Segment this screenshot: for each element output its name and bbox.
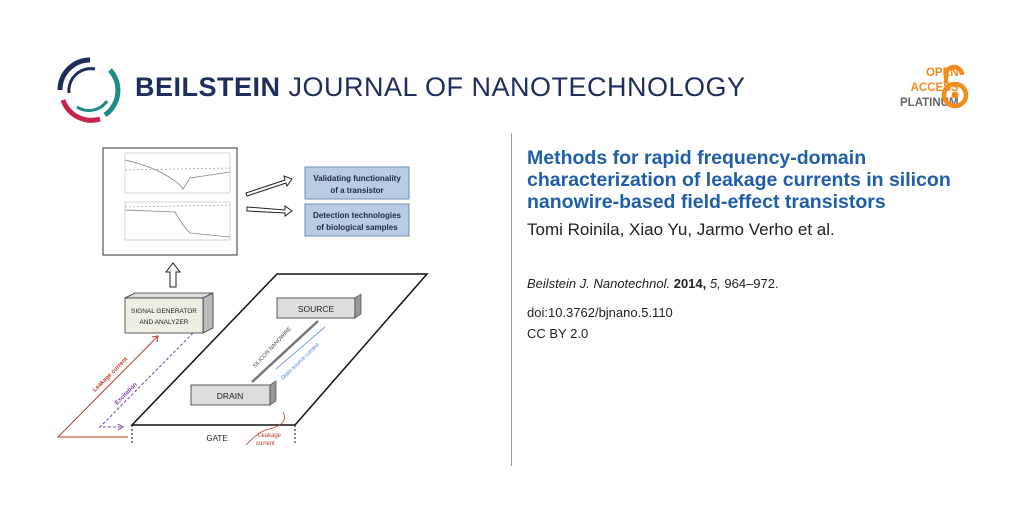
license: CC BY 2.0: [527, 326, 589, 341]
drain-label: DRAIN: [217, 391, 243, 401]
open-lock-icon: [941, 64, 969, 109]
box1-line1: Validating functionality: [313, 174, 401, 183]
leakage-small-line1: Leakage: [258, 433, 282, 439]
leakage-small-line2: current: [256, 441, 275, 447]
beilstein-logo: [57, 57, 121, 123]
divider: [511, 133, 512, 466]
generator-line2: AND ANALYZER: [139, 319, 188, 326]
box1-line2: of a transistor: [330, 186, 383, 195]
generator-line1: SIGNAL GENERATOR: [131, 308, 197, 315]
graphical-abstract: Validating functionality of a transistor…: [56, 147, 429, 447]
box2-line2: of biological samples: [316, 223, 398, 232]
excitation-label: Excitation: [114, 382, 139, 407]
source-label: SOURCE: [298, 304, 335, 314]
leakage-current-label: Leakage current: [92, 356, 129, 393]
citation: Beilstein J. Nanotechnol. 2014, 5, 964–9…: [527, 276, 779, 291]
journal-name: BEILSTEIN JOURNAL OF NANOTECHNOLOGY: [135, 72, 746, 102]
gate-label: GATE: [206, 434, 227, 443]
article-authors: Tomi Roinila, Xiao Yu, Jarmo Verho et al…: [527, 220, 835, 239]
article-title[interactable]: Methods for rapid frequency-domain chara…: [527, 147, 951, 213]
doi[interactable]: doi:10.3762/bjnano.5.110: [527, 305, 673, 320]
box2-line1: Detection technologies: [313, 211, 402, 220]
